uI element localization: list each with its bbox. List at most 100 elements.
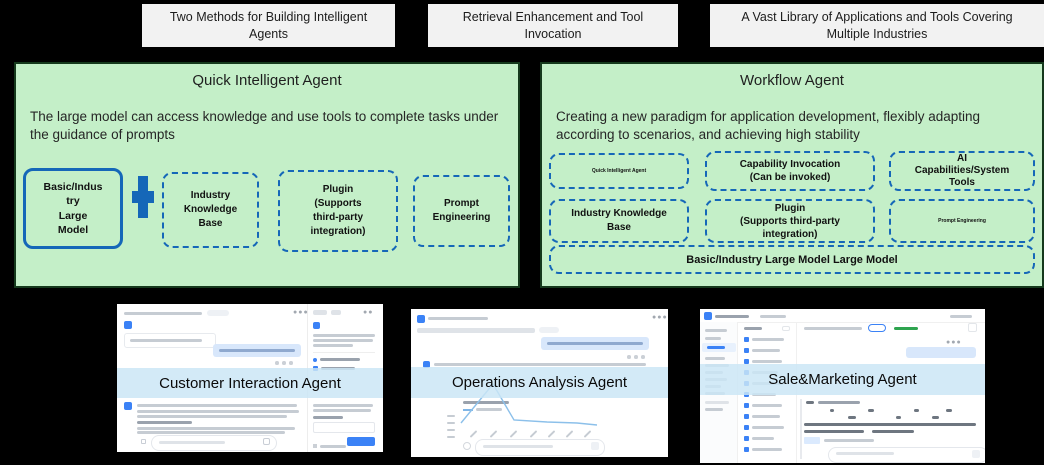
conversation-icon — [744, 447, 749, 452]
conversation-item — [752, 360, 782, 363]
bot-avatar-icon — [423, 361, 430, 368]
table-row-text — [804, 423, 976, 426]
copy-icon — [627, 355, 631, 359]
response-text-line — [137, 410, 299, 413]
chat-title-text — [428, 317, 488, 320]
x-axis-label — [509, 430, 518, 438]
conversation-icon — [744, 359, 749, 364]
run-button — [868, 324, 886, 332]
side-text-line — [313, 404, 373, 407]
conversation-item — [752, 404, 782, 407]
screenshot-operations-analysis: ●●● Operations Analysis Agent — [411, 309, 668, 457]
input-placeholder — [836, 452, 894, 455]
x-axis-label — [489, 430, 498, 438]
response-text-line — [137, 415, 287, 418]
new-chat-icon — [782, 326, 790, 331]
table-cell-text — [914, 409, 919, 412]
user-message-text — [547, 342, 643, 345]
y-axis-tick — [447, 436, 455, 438]
send-icon — [591, 442, 599, 450]
conversation-item — [752, 415, 780, 418]
wf-quick-agent-box: Quick Intelligent Agent — [549, 153, 689, 189]
workflow-agent-panel: Workflow Agent Creating a new paradigm f… — [540, 62, 1044, 288]
copy-icon — [275, 361, 279, 365]
conversation-icon — [744, 403, 749, 408]
bot-message-text — [130, 339, 202, 342]
footer-icon — [313, 444, 317, 448]
header-box-library: A Vast Library of Applications and Tools… — [710, 4, 1044, 47]
chart-title — [463, 401, 509, 404]
screenshot-label: Customer Interaction Agent — [159, 374, 341, 392]
table-row-text — [872, 430, 914, 433]
divider — [313, 352, 375, 353]
chart-legend-text — [476, 408, 502, 411]
screenshot-label: Operations Analysis Agent — [451, 374, 628, 391]
x-axis-label — [529, 430, 538, 438]
x-axis-label — [583, 430, 592, 438]
knowledge-base-box: Industry Knowledge Base — [162, 172, 259, 248]
user-avatar-icon — [463, 442, 471, 450]
app-name-text — [715, 315, 749, 318]
y-axis-tick — [447, 422, 455, 424]
side-label — [313, 416, 343, 419]
bot-avatar-icon — [124, 321, 132, 329]
conversation-item — [752, 349, 780, 352]
input-placeholder — [483, 445, 553, 448]
ellipsis-icon: ●●● — [652, 314, 668, 321]
more-options-icon — [968, 323, 977, 332]
x-axis-label — [547, 430, 556, 438]
side-tab — [331, 310, 341, 315]
chat-title-text — [124, 312, 202, 315]
screenshot-label-band: Operations Analysis Agent — [411, 367, 668, 398]
conversation-item — [752, 448, 782, 451]
side-tab — [313, 310, 327, 315]
app-logo-icon — [313, 322, 320, 329]
table-cell-text — [932, 416, 939, 419]
nav-item — [705, 408, 723, 411]
side-text-line — [313, 344, 353, 347]
response-heading-line — [137, 421, 192, 424]
side-submit-button — [347, 437, 375, 446]
screenshot-customer-interaction: ●●● Customer Interaction Agent ●● — [117, 304, 383, 452]
conversation-icon — [744, 337, 749, 342]
like-icon — [282, 361, 286, 365]
attach-icon — [141, 439, 146, 444]
toolbar-icons: ●●● — [946, 339, 962, 346]
side-input — [313, 422, 375, 433]
chat-title-badge — [207, 310, 229, 316]
chat-breadcrumb-text — [804, 327, 862, 330]
conversation-item — [752, 437, 774, 440]
x-axis-label — [469, 430, 478, 438]
tag-caption-text — [824, 439, 874, 442]
response-text-line — [137, 404, 297, 407]
wf-capability-invocation-box: Capability Invocation (Can be invoked) — [705, 151, 875, 191]
bot-avatar-icon — [417, 315, 425, 323]
x-axis-label — [565, 430, 574, 438]
result-index-text — [806, 401, 814, 404]
result-heading-text — [818, 401, 860, 404]
conversation-icon — [744, 348, 749, 353]
input-placeholder — [159, 441, 225, 444]
wf-ai-capabilities-box: AI Capabilities/System Tools — [889, 151, 1035, 191]
side-text-line — [313, 334, 375, 337]
topbar-divider — [700, 322, 985, 323]
conversation-item — [752, 338, 784, 341]
workflow-agent-description: Creating a new paradigm for application … — [556, 109, 981, 142]
wf-prompt-engineering-box: Prompt Engineering — [889, 199, 1035, 243]
y-axis-tick — [447, 429, 455, 431]
table-cell-text — [848, 416, 856, 419]
side-text-line — [313, 339, 373, 342]
header-box-retrieval: Retrieval Enhancement and Tool Invocatio… — [428, 4, 678, 47]
response-text-line — [137, 431, 285, 434]
wf-knowledge-base-box: Industry Knowledge Base — [549, 199, 689, 243]
like-icon — [634, 355, 638, 359]
table-row-text — [804, 430, 864, 433]
status-text-green — [894, 327, 918, 330]
screenshot-label-band: Customer Interaction Agent — [117, 368, 383, 398]
ellipsis-icon: ●●● — [293, 309, 309, 316]
conversation-item — [752, 426, 784, 429]
screenshot-label: Sale&Marketing Agent — [768, 371, 917, 388]
workflow-agent-title: Workflow Agent — [740, 72, 844, 89]
prompt-engineering-box: Prompt Engineering — [413, 175, 510, 247]
